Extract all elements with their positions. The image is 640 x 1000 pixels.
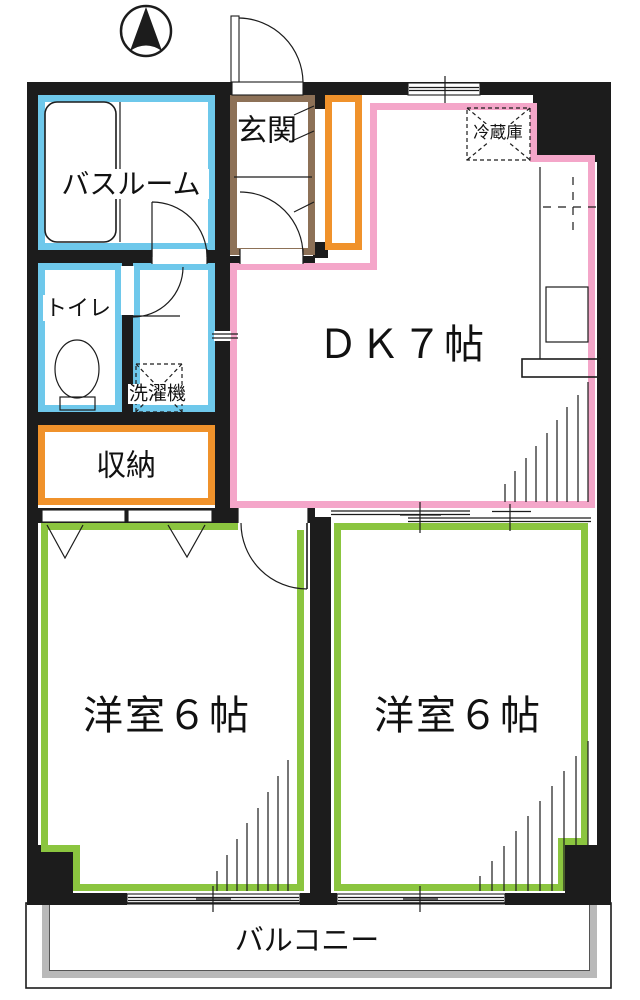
- bathroom-label: バスルーム: [61, 169, 200, 200]
- closet-opening-1: [41, 509, 126, 523]
- front-door-leaf: [230, 15, 240, 83]
- dk-border: [230, 103, 595, 508]
- entrance-label: 玄関: [237, 115, 297, 148]
- toilet-border: [38, 263, 122, 412]
- toilet-area-door-arc: [132, 266, 184, 318]
- front-door-opening: [231, 81, 304, 96]
- refrigerator-label: 冷蔵庫: [473, 123, 523, 142]
- toilet-tank: [59, 396, 96, 411]
- wall-bottom-left: [27, 893, 127, 905]
- pillar-bottom-right: [565, 845, 600, 893]
- bedroom-right-border: [334, 523, 588, 891]
- bathroom-border: [38, 95, 215, 250]
- shoe-cabinet-border: [325, 95, 362, 250]
- toilet-door-opening: [121, 266, 134, 315]
- hatch-fans: [216, 382, 589, 891]
- service-hatch: [214, 331, 231, 341]
- stove-symbol: [543, 177, 603, 237]
- washer-label: 洗濯機: [129, 383, 186, 405]
- closet-door-marks: [46, 524, 206, 560]
- washer-border: [133, 263, 215, 412]
- hall-door-arc: [239, 191, 304, 256]
- openings: [41, 76, 481, 530]
- bathroom-label-bg: [53, 169, 209, 199]
- window-right-glass: [338, 896, 504, 902]
- storage-label: 収納: [96, 450, 156, 483]
- balcony-rail: [42, 905, 597, 978]
- walls: [27, 82, 611, 905]
- bathroom-door-opening: [152, 249, 207, 264]
- entrance-step-ticks: [293, 105, 315, 213]
- storage-border: [38, 425, 215, 505]
- refrigerator-box: [466, 107, 531, 161]
- wall-stub-bottom: [313, 242, 328, 258]
- service-hatch-lines: [212, 333, 238, 339]
- balcony-rail-inner: [49, 905, 590, 971]
- balcony: [25, 902, 612, 989]
- dk-label: ＤＫ７帖: [318, 323, 486, 367]
- wall-bottom-right: [505, 893, 611, 905]
- kitchen-window: [407, 82, 481, 96]
- bedroom-right-hatch-fan: [479, 741, 589, 891]
- kitchen-counter-end: [521, 358, 601, 378]
- dk-hatch-fan: [504, 382, 589, 502]
- toilet-bowl: [54, 339, 100, 399]
- bedroom-left-label: 洋室６帖: [83, 694, 251, 738]
- balcony-outline: [25, 902, 612, 989]
- bedroom-left-door-opening: [238, 508, 308, 530]
- pillar-top-right: [533, 95, 597, 162]
- north-arrow-icon: [130, 7, 162, 51]
- front-door-arc: [238, 17, 304, 83]
- wall-stub-top: [313, 95, 328, 109]
- balcony-windows: [126, 886, 506, 912]
- dk-sliding-door: [331, 502, 591, 533]
- window-left-tick: [196, 886, 231, 912]
- compass: [119, 4, 173, 58]
- wall-bottom-center: [300, 893, 337, 905]
- refrigerator-label-bg: [469, 124, 526, 142]
- washer-label-bg: [128, 384, 187, 404]
- pillar-bottom-left: [38, 845, 73, 893]
- kitchen-window-glass: [409, 86, 479, 92]
- wall-mid-vertical: [215, 95, 230, 517]
- wall-toilet-washer: [122, 263, 133, 412]
- bedroom-left-hatch-fan: [216, 760, 289, 891]
- labels: バスルーム 玄関 冷蔵庫 ＤＫ７帖 トイレ 洗濯機 収納 洋室６帖 洋室６帖 バ…: [43, 115, 542, 957]
- toilet-label: トイレ: [45, 296, 111, 321]
- kitchen-sink: [545, 286, 589, 343]
- wall-below-toilet: [27, 412, 230, 425]
- wall-top: [27, 82, 611, 95]
- bedroom-left-door-arc: [240, 522, 308, 590]
- wall-between-bedrooms: [310, 517, 331, 893]
- toilet-label-bg: [43, 295, 113, 321]
- doors: [46, 15, 315, 590]
- entrance-dk-opening: [240, 249, 303, 264]
- bedroom-right-label: 洋室６帖: [374, 694, 542, 738]
- wall-left: [27, 82, 38, 905]
- sliding-door-ticks: [400, 502, 531, 533]
- window-right-tick: [403, 886, 438, 912]
- bathroom-door-arc: [151, 201, 208, 258]
- balcony-label: バルコニー: [235, 925, 379, 957]
- closet-opening-2: [127, 509, 213, 523]
- wall-right: [597, 82, 611, 905]
- bedroom-left-door-jambs: [237, 508, 309, 523]
